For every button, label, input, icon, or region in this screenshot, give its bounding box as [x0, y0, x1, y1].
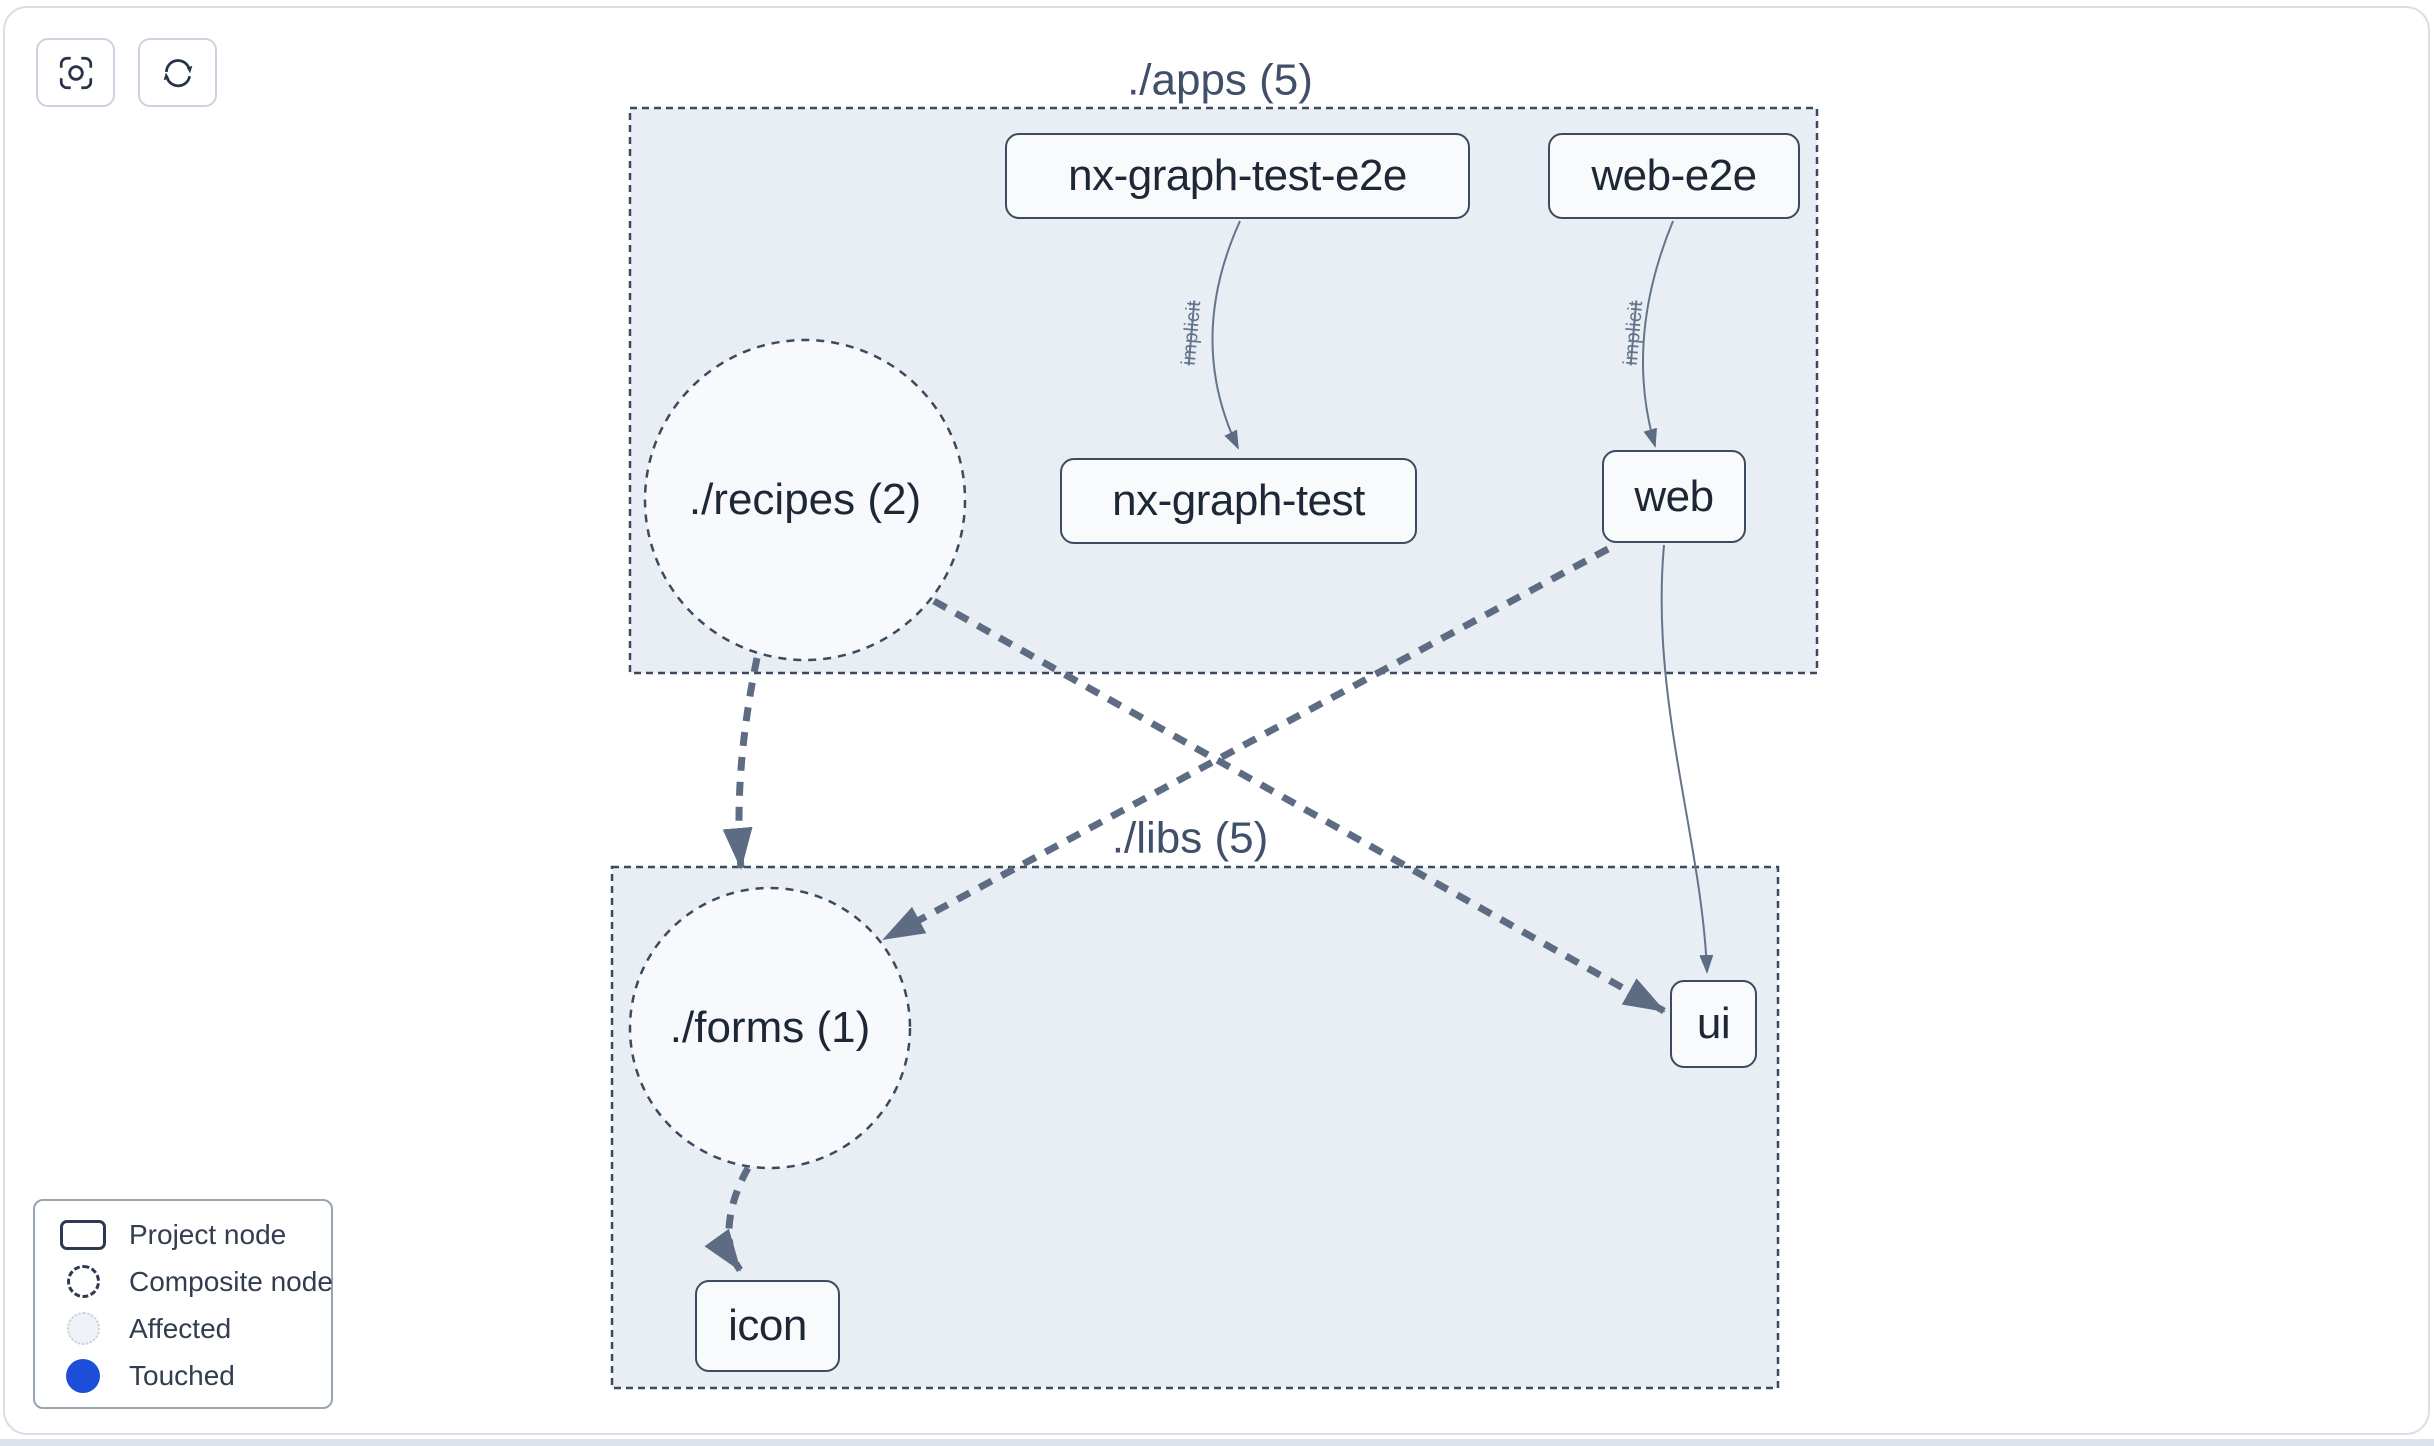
legend-card: Project node Composite node Affected Tou…	[33, 1199, 333, 1409]
project-node-icon	[60, 1219, 106, 1250]
legend-label: Project node	[129, 1218, 287, 1250]
edge-nx-graph-test-e2e-to-nx-graph-test	[1211, 220, 1241, 450]
composite-node-recipes-circle[interactable]	[643, 338, 967, 662]
edge-web-to-ui	[1660, 544, 1714, 974]
composite-node-icon	[66, 1265, 100, 1298]
node-label: nx-graph-test-e2e	[1068, 151, 1407, 200]
center-graph-button[interactable]	[36, 38, 115, 107]
refresh-graph-button[interactable]	[138, 38, 217, 107]
refresh-icon	[163, 58, 192, 87]
legend-row-project-node: Project node	[51, 1211, 315, 1258]
touched-icon	[66, 1358, 100, 1393]
legend-label: Affected	[129, 1312, 232, 1344]
composite-node-forms-circle[interactable]	[628, 886, 912, 1170]
legend-label: Touched	[129, 1359, 235, 1391]
window-bottom-edge	[0, 1439, 2434, 1446]
group-apps-label: ./apps (5)	[1127, 55, 1313, 105]
legend-row-affected: Affected	[51, 1305, 315, 1352]
composite-node-forms-label[interactable]: ./forms (1)	[669, 1003, 871, 1052]
node-label: ui	[1696, 999, 1731, 1048]
project-node-web[interactable]: web	[1602, 450, 1746, 543]
edge-forms-to-icon	[704, 1166, 752, 1273]
project-node-nx-graph-test-e2e[interactable]: nx-graph-test-e2e	[1005, 133, 1470, 219]
edge-recipes-to-forms	[722, 657, 761, 870]
legend-label: Composite node	[129, 1265, 333, 1297]
node-label: nx-graph-test	[1112, 476, 1365, 525]
project-node-icon[interactable]: icon	[695, 1280, 840, 1372]
node-label: icon	[728, 1301, 807, 1350]
node-label: web	[1634, 471, 1714, 521]
legend-row-composite-node: Composite node	[51, 1258, 333, 1305]
edge-web-e2e-to-web	[1642, 220, 1674, 448]
affected-icon	[66, 1312, 100, 1345]
project-node-nx-graph-test[interactable]: nx-graph-test	[1060, 458, 1417, 544]
edge-web-to-forms	[882, 545, 1610, 943]
project-node-web-e2e[interactable]: web-e2e	[1548, 133, 1800, 219]
node-label: web-e2e	[1591, 151, 1757, 200]
focus-icon	[59, 56, 92, 89]
group-libs-label: ./libs (5)	[1111, 813, 1269, 863]
legend-row-touched: Touched	[51, 1352, 315, 1399]
composite-node-recipes-label[interactable]: ./recipes (2)	[688, 475, 922, 524]
project-node-ui[interactable]: ui	[1670, 980, 1757, 1068]
